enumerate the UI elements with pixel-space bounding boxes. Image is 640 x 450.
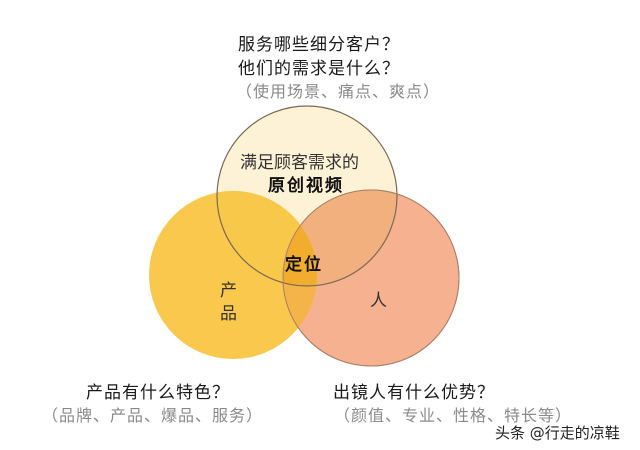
left-circle-label-2: 品 xyxy=(220,304,237,324)
left-circle-label-1: 产 xyxy=(220,281,237,301)
center-label-positioning: 定位 xyxy=(285,255,323,275)
top-circle-label: 满足顾客需求的 xyxy=(240,153,359,173)
bottom-right-detail: （颜值、专业、性格、特长等） xyxy=(334,406,573,425)
top-question-line1: 服务哪些细分客户？ xyxy=(238,35,400,55)
top-question-detail: （使用场景、痛点、爽点） xyxy=(236,82,441,101)
bottom-right-question: 出镜人有什么优势？ xyxy=(333,383,495,403)
bottom-left-detail: （品牌、产品、爆品、服务） xyxy=(42,406,264,425)
bottom-left-question: 产品有什么特色？ xyxy=(86,383,230,403)
watermark: 头条 @行走的凉鞋 xyxy=(495,424,620,442)
top-circle-label-bold: 原创视频 xyxy=(268,176,344,196)
top-question-line2: 他们的需求是什么？ xyxy=(238,59,400,79)
right-circle-label: 人 xyxy=(370,291,387,311)
